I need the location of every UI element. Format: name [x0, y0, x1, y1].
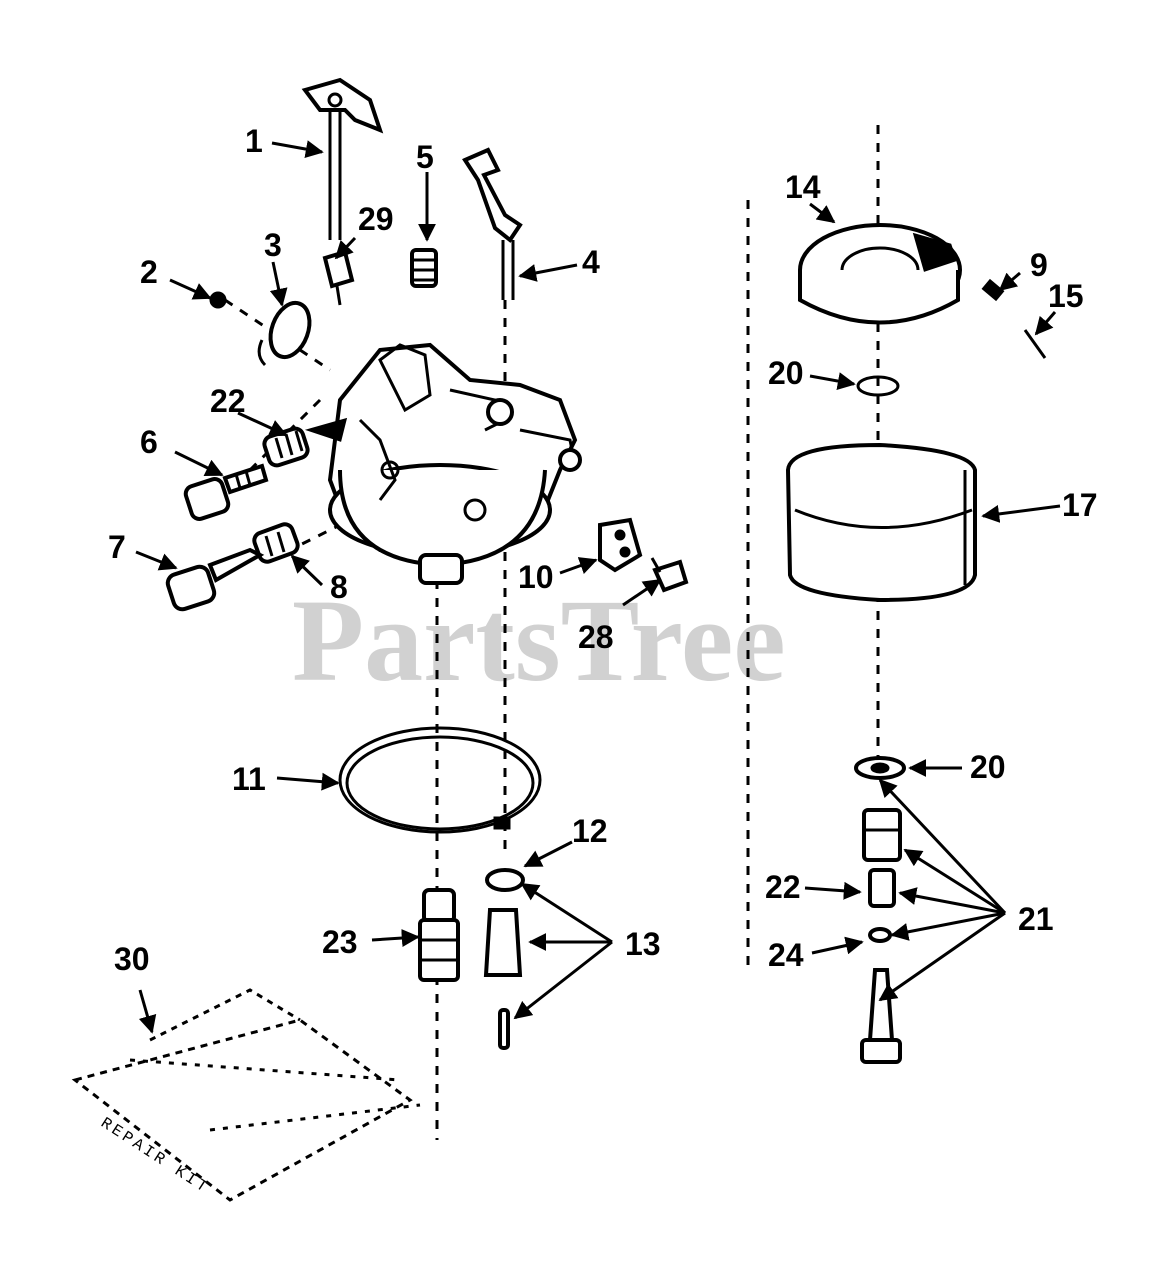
callout-15: 15	[1048, 278, 1084, 314]
callout-5: 5	[416, 139, 434, 175]
part-30-repair-kit: REPAIR KIT	[71, 988, 421, 1202]
callout-30: 30	[114, 941, 150, 977]
part-4-choke-shaft	[462, 147, 523, 300]
part-12-washer	[485, 868, 525, 892]
part-29-screw	[322, 249, 355, 306]
callout-20-lower: 20	[970, 749, 1006, 785]
callout-21: 21	[1018, 901, 1054, 937]
part-14-float	[798, 223, 962, 325]
part-15-float-pin	[1023, 329, 1047, 359]
callout-22-right: 22	[765, 869, 801, 905]
part-20-upper-washer	[856, 375, 900, 397]
callout-9: 9	[1030, 247, 1048, 283]
callout-3: 3	[264, 227, 282, 263]
callout-12: 12	[572, 813, 608, 849]
callout-4: 4	[582, 244, 600, 280]
callout-22-left: 22	[210, 383, 246, 419]
callout-23: 23	[322, 924, 358, 960]
part-21-bowl-nut-assembly	[860, 808, 902, 1064]
callout-14: 14	[785, 169, 821, 205]
part-20-lower-washer	[854, 756, 906, 780]
callout-8: 8	[330, 569, 348, 605]
callout-13: 13	[625, 926, 661, 962]
part-10-bracket	[598, 517, 643, 573]
callout-24: 24	[768, 937, 804, 973]
part-2-screw	[209, 291, 227, 309]
leader-lines	[135, 140, 1061, 1034]
part-8-spring	[252, 522, 300, 564]
callout-17: 17	[1062, 487, 1098, 523]
part-5-spring	[410, 248, 438, 288]
part-9-clip	[981, 278, 1005, 302]
part-22-spring	[262, 426, 310, 468]
part-11-gasket	[338, 726, 542, 834]
callout-2: 2	[140, 254, 158, 290]
callout-28: 28	[578, 619, 614, 655]
part-3-throttle-plate	[257, 300, 312, 367]
callout-1: 1	[245, 123, 263, 159]
watermark: PartsTree	[292, 575, 786, 706]
callout-labels: 1 2 3 4 5 6 7 8 9 10 11 12 13 14 15 17 2…	[108, 123, 1098, 977]
part-6-idle-mixture-screw	[183, 463, 269, 521]
callout-11: 11	[232, 761, 266, 797]
part-7-main-mixture-screw	[165, 547, 265, 612]
part-13-needle-seat	[483, 908, 523, 1050]
part-1-throttle-shaft	[301, 77, 384, 240]
callout-10: 10	[518, 559, 554, 595]
repair-kit-label: REPAIR KIT	[97, 1114, 212, 1198]
callout-29: 29	[358, 201, 394, 237]
part-23-main-nozzle	[418, 888, 460, 982]
part-17-float-bowl	[785, 442, 977, 603]
callout-20-upper: 20	[768, 355, 804, 391]
callout-6: 6	[140, 424, 158, 460]
carburetor-body	[304, 342, 582, 585]
callout-7: 7	[108, 529, 126, 565]
